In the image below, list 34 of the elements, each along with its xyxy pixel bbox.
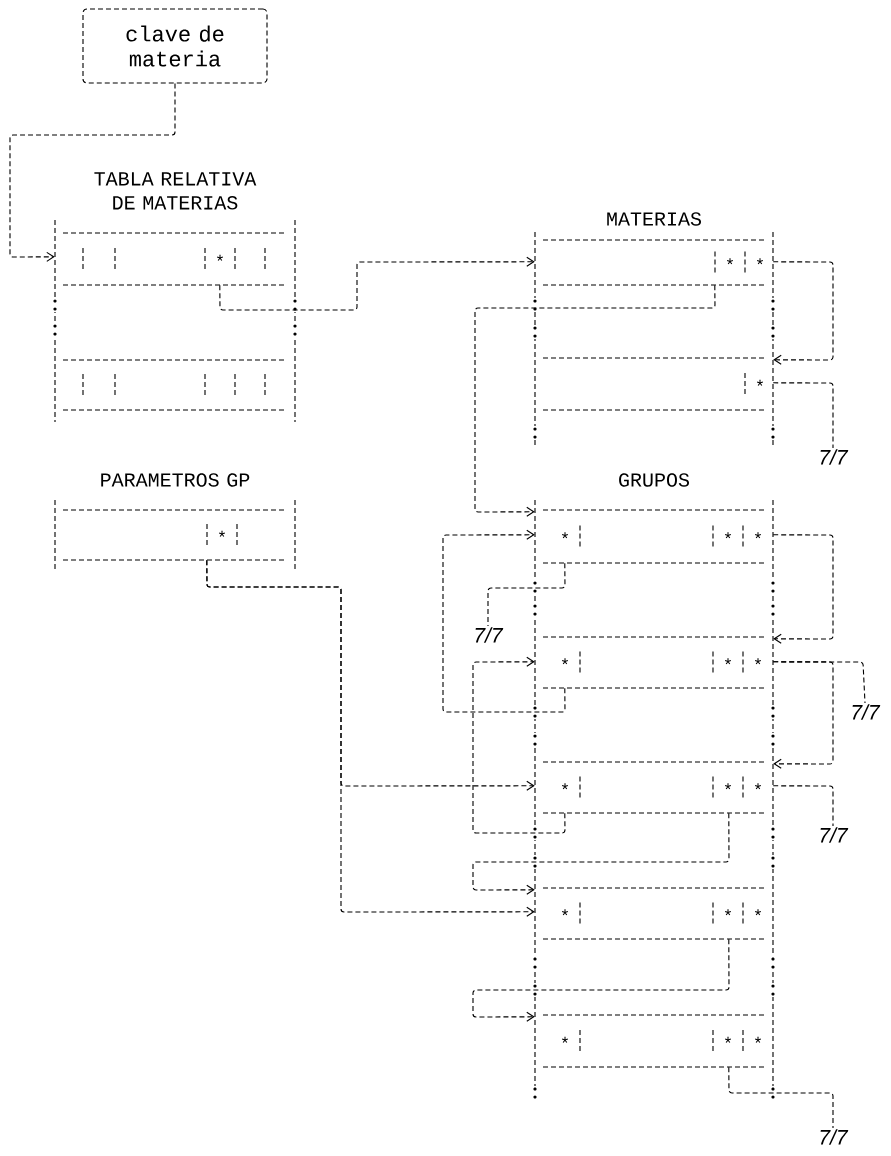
node-label: GRUPOS <box>619 473 689 487</box>
arrow <box>472 938 730 1022</box>
terminator-label: 7/7 <box>820 449 849 465</box>
text-box: clave de materia <box>82 8 268 84</box>
record-row: * * * <box>542 1014 766 1068</box>
node-label: MATERIAS <box>607 212 701 226</box>
terminator-label: 7/7 <box>475 627 504 643</box>
arrow <box>474 284 716 517</box>
arrow <box>472 656 566 834</box>
arrow <box>772 534 834 644</box>
record-row: * <box>62 232 288 286</box>
record-row: * * <box>542 239 766 286</box>
terminator-label: 7/7 <box>820 1129 849 1145</box>
record-row: * <box>62 509 288 561</box>
arrow <box>219 256 535 311</box>
arrow <box>772 661 834 769</box>
connector-line <box>487 562 566 627</box>
arrow <box>206 559 535 917</box>
connector-line <box>772 785 834 827</box>
record-row: * * * <box>542 887 766 940</box>
node-label: TABLA RELATIVA DE MATERIAS <box>94 172 257 210</box>
record-row: * * * <box>542 509 766 564</box>
record-row: * * * <box>542 636 766 689</box>
connector-line <box>772 661 866 704</box>
arrow <box>472 812 730 895</box>
arrow <box>9 83 176 262</box>
arrow <box>442 529 566 713</box>
terminator-label: 7/7 <box>852 704 881 720</box>
arrow <box>772 261 834 365</box>
connector-line <box>772 382 834 449</box>
connector-line <box>728 1066 834 1129</box>
record-row: * <box>542 357 766 411</box>
record-row: * * * <box>542 761 766 814</box>
terminator-label: 7/7 <box>820 827 849 843</box>
